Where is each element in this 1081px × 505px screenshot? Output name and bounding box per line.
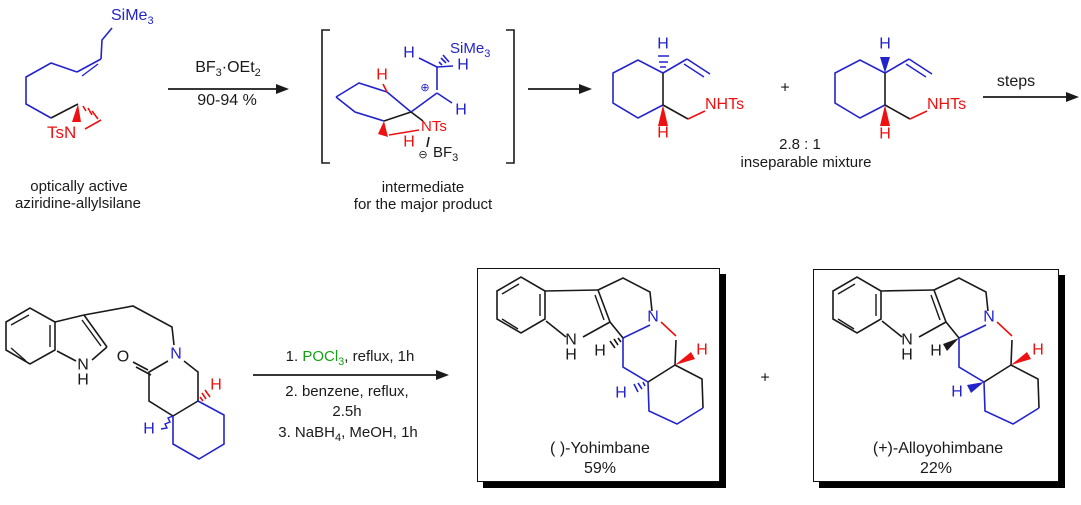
tsn-label: TsN (47, 123, 77, 142)
h-label-indole: H (565, 346, 577, 364)
conditions-line3: 2.5h (332, 403, 362, 420)
steps-label: steps (996, 73, 1036, 90)
h-label: H (457, 56, 469, 74)
reactant-caption-line1: optically active (30, 178, 128, 195)
reactant-caption-line2: aziridine-allylsilane (15, 195, 141, 212)
h-label: H (696, 341, 708, 359)
h-label: H (403, 44, 415, 62)
h-label: H (1032, 341, 1044, 359)
n-label-indole: N (77, 356, 89, 374)
h-label: H (143, 420, 155, 438)
conditions-line4: 3. NaBH4, MeOH, 1h (278, 424, 418, 444)
conditions-line1: 1. POCl3, reflux, 1h (285, 348, 415, 368)
conditions-line2: 2. benzene, reflux, (285, 383, 409, 400)
yield-label-arrow1: 90-94 % (197, 92, 257, 109)
nhts-label-b: NHTs (927, 96, 967, 113)
product-a-structure (612, 55, 711, 126)
substrate-structure (5, 305, 225, 460)
h-label: H (403, 133, 415, 151)
nts-label: NTs (421, 118, 447, 135)
conditions-arrow (253, 370, 449, 380)
alloyohimbane-structure (832, 276, 1040, 425)
plus-sign-top: + (780, 79, 790, 97)
intermediate-structure (321, 29, 515, 164)
h-label: H (210, 376, 222, 394)
h-label: H (930, 342, 942, 360)
h-label: H (657, 35, 669, 53)
alloyohimbane-box (813, 269, 1059, 482)
h-label: H (951, 383, 963, 401)
plus-sign-bottom: + (760, 369, 770, 387)
n-label-ring: N (170, 345, 182, 363)
n-label-ring: N (647, 308, 659, 326)
reactant-structure (25, 27, 113, 130)
n-label-indole: N (565, 331, 577, 349)
nhts-label-a: NHTs (705, 96, 745, 113)
intermediate-caption-line2: for the major product (353, 196, 493, 213)
ratio-label: 2.8 : 1 (779, 136, 821, 153)
intermediate-caption-line1: intermediate (381, 179, 465, 196)
plus-charge-icon: ⊕ (420, 82, 430, 95)
reaction-arrow-1 (168, 84, 289, 94)
product-name-yohimbane: ( )-Yohimbane (550, 440, 650, 457)
h-label: H (879, 35, 891, 53)
h-label: H (594, 342, 606, 360)
minus-charge-icon: ⊖ (418, 149, 428, 162)
yohimbane-structure (496, 276, 704, 425)
reagent-bf3oet2: BF3·OEt2 (195, 59, 261, 79)
h-label: H (615, 384, 627, 402)
ratio-note-label: inseparable mixture (740, 154, 872, 171)
n-label-indole: N (901, 331, 913, 349)
bf3-anion-label: BF3 (433, 144, 459, 164)
h-label: H (657, 124, 669, 142)
h-label-indole: H (901, 346, 913, 364)
o-label: O (116, 348, 130, 366)
yield-yohimbane: 59% (583, 460, 617, 477)
n-label-ring: N (983, 308, 995, 326)
product-b-structure (834, 57, 933, 126)
sime3-label-intermediate: SiMe3 (450, 40, 491, 60)
steps-arrow (983, 92, 1079, 102)
h-label: H (455, 101, 467, 119)
yield-alloyohimbane: 22% (919, 460, 953, 477)
h-label: H (376, 66, 388, 84)
h-label: H (879, 125, 891, 143)
h-label-indole: H (77, 371, 89, 389)
reaction-arrow-2 (528, 84, 592, 94)
product-name-alloyohimbane: (+)-Alloyohimbane (872, 440, 1004, 457)
sime3-label-reactant: SiMe3 (111, 7, 154, 27)
